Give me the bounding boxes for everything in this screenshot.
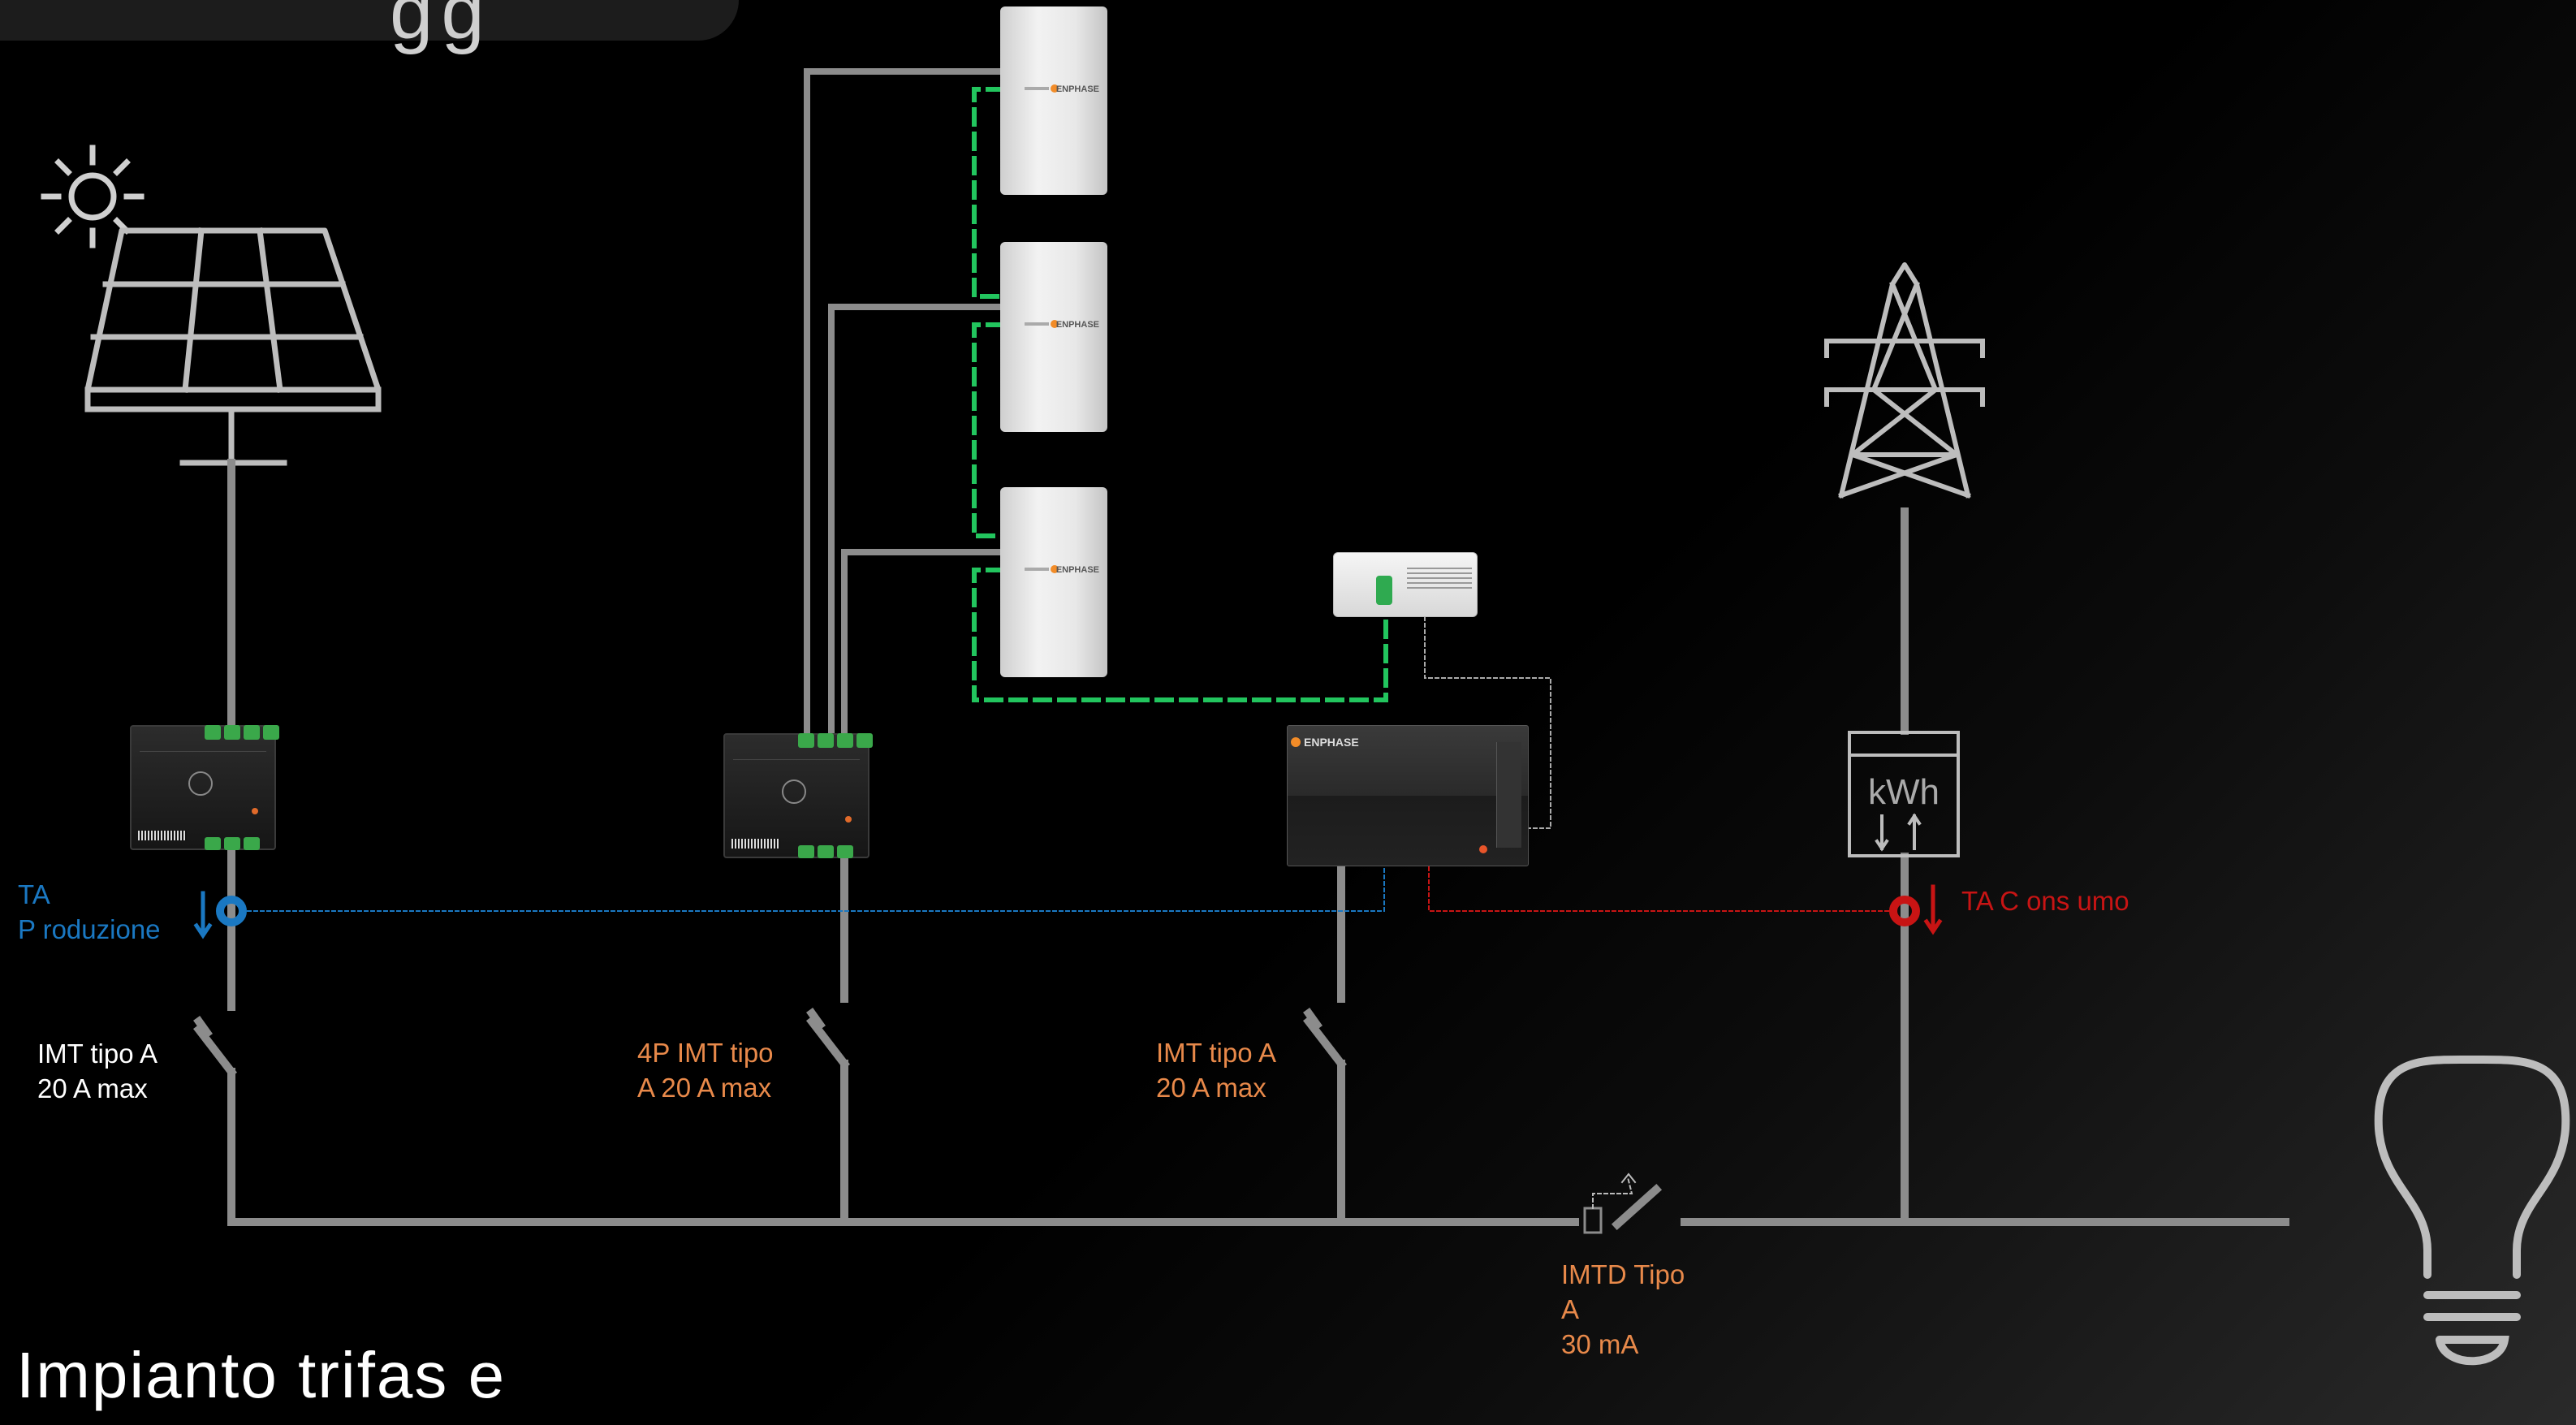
- comm-bus-lines: [972, 87, 1388, 702]
- header-tab-text: gg: [390, 0, 493, 55]
- battery-brand: ENPHASE: [1055, 565, 1099, 575]
- battery-brand: ENPHASE: [1055, 320, 1099, 330]
- rcd-label: IMTD Tipo A 30 mA: [1561, 1259, 1685, 1359]
- kwh-meter-icon: [1848, 731, 1960, 857]
- iq-combiner: ENPHASE: [1287, 725, 1529, 866]
- ct-clamp-icon: [193, 884, 1943, 939]
- combiner-brand: ENPHASE: [1304, 736, 1359, 749]
- light-bulb-icon: [2374, 1055, 2570, 1366]
- relay-signal-line: [1424, 616, 1551, 829]
- microinverter-gateway-2: [723, 733, 873, 858]
- ta-production-label: TA P roduzione: [18, 879, 161, 944]
- battery-brand: ENPHASE: [1055, 84, 1099, 94]
- rcd-switch-icon: [1583, 1172, 1663, 1234]
- battery-unit-3: ENPHASE: [1000, 487, 1107, 677]
- breaker-3-label: IMT tipo A 20 A max: [1156, 1038, 1276, 1103]
- ta-production-signal-line: [247, 864, 1385, 912]
- battery-lines: [804, 68, 1006, 738]
- ta-consumption-label: TA C ons umo: [1961, 886, 2129, 916]
- ta-consumption-signal-line: [1428, 864, 1889, 912]
- power-pylon-icon: [1824, 262, 1985, 499]
- communication-relay: [1333, 552, 1478, 617]
- meter-label: kWh: [1868, 772, 1940, 812]
- sun-icon: [41, 145, 145, 248]
- header-tab: gg: [0, 0, 739, 55]
- power-lines: [227, 459, 2289, 1226]
- microinverter-gateway-1: [130, 725, 279, 850]
- page-title: Impianto trifas e: [16, 1339, 507, 1411]
- breaker-switch-icon: [192, 1008, 1348, 1078]
- breaker-1-label: IMT tipo A 20 A max: [37, 1039, 157, 1103]
- battery-unit-1: ENPHASE: [1000, 6, 1107, 195]
- breaker-2-label: 4P IMT tipo A 20 A max: [637, 1038, 774, 1103]
- solar-panel-icon: [84, 227, 382, 466]
- battery-unit-2: ENPHASE: [1000, 242, 1107, 432]
